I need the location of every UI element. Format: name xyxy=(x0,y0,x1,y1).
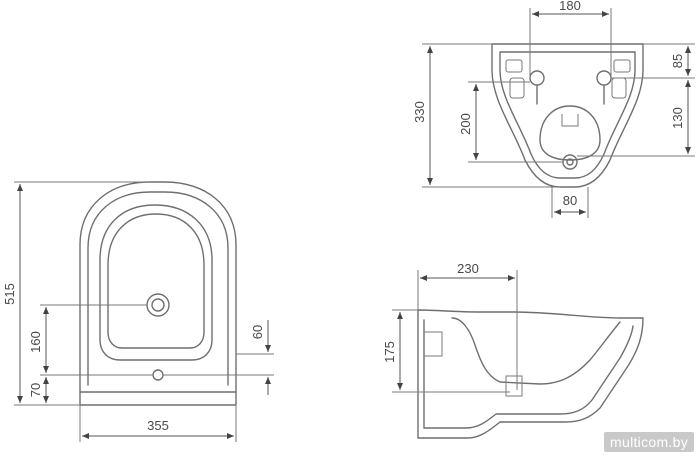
dim-depth-label: 230 xyxy=(457,261,479,276)
drain-hole xyxy=(152,369,164,381)
rear-drain-outer xyxy=(562,154,578,170)
bolt-hole-left xyxy=(529,70,545,86)
dim-side-height-label: 175 xyxy=(382,341,397,363)
dim-bolt-height-label: 85 xyxy=(670,54,685,68)
rear-inner-outline xyxy=(499,51,636,179)
dim-drain-width-label: 80 xyxy=(563,193,577,208)
bowl-basin xyxy=(107,213,205,349)
dim-inlet-label: 200 xyxy=(458,113,473,135)
bowl-outline-mid xyxy=(87,191,229,386)
dim-drain-label: 70 xyxy=(28,383,43,397)
dim-drain-height-label: 130 xyxy=(670,107,685,129)
top-view: 515 160 70 60 355 xyxy=(2,181,274,442)
watermark: multicom.by xyxy=(604,432,694,452)
dim-width-label: 355 xyxy=(147,418,169,433)
bowl-inner-rim xyxy=(99,204,213,361)
side-basin xyxy=(451,317,621,385)
rear-inlet xyxy=(539,105,601,161)
rear-view: 180 330 200 85 130 80 xyxy=(412,0,695,218)
tap-hole-inner xyxy=(151,298,165,312)
dim-bolt-spacing-label: 180 xyxy=(559,0,581,13)
side-outline xyxy=(417,309,644,439)
dim-rear-height-label: 330 xyxy=(412,101,427,123)
dim-offset-label: 60 xyxy=(250,325,265,339)
rear-outline xyxy=(491,43,644,188)
side-inner-outline xyxy=(423,319,634,429)
rear-drain-inner xyxy=(566,158,574,166)
bowl-outline-outer xyxy=(79,181,237,406)
bolt-hole-right xyxy=(596,70,612,86)
dim-hole-label: 160 xyxy=(28,331,43,353)
side-view: 230 175 xyxy=(382,261,644,439)
tap-hole-outer xyxy=(146,293,170,317)
dim-length-label: 515 xyxy=(2,283,17,305)
